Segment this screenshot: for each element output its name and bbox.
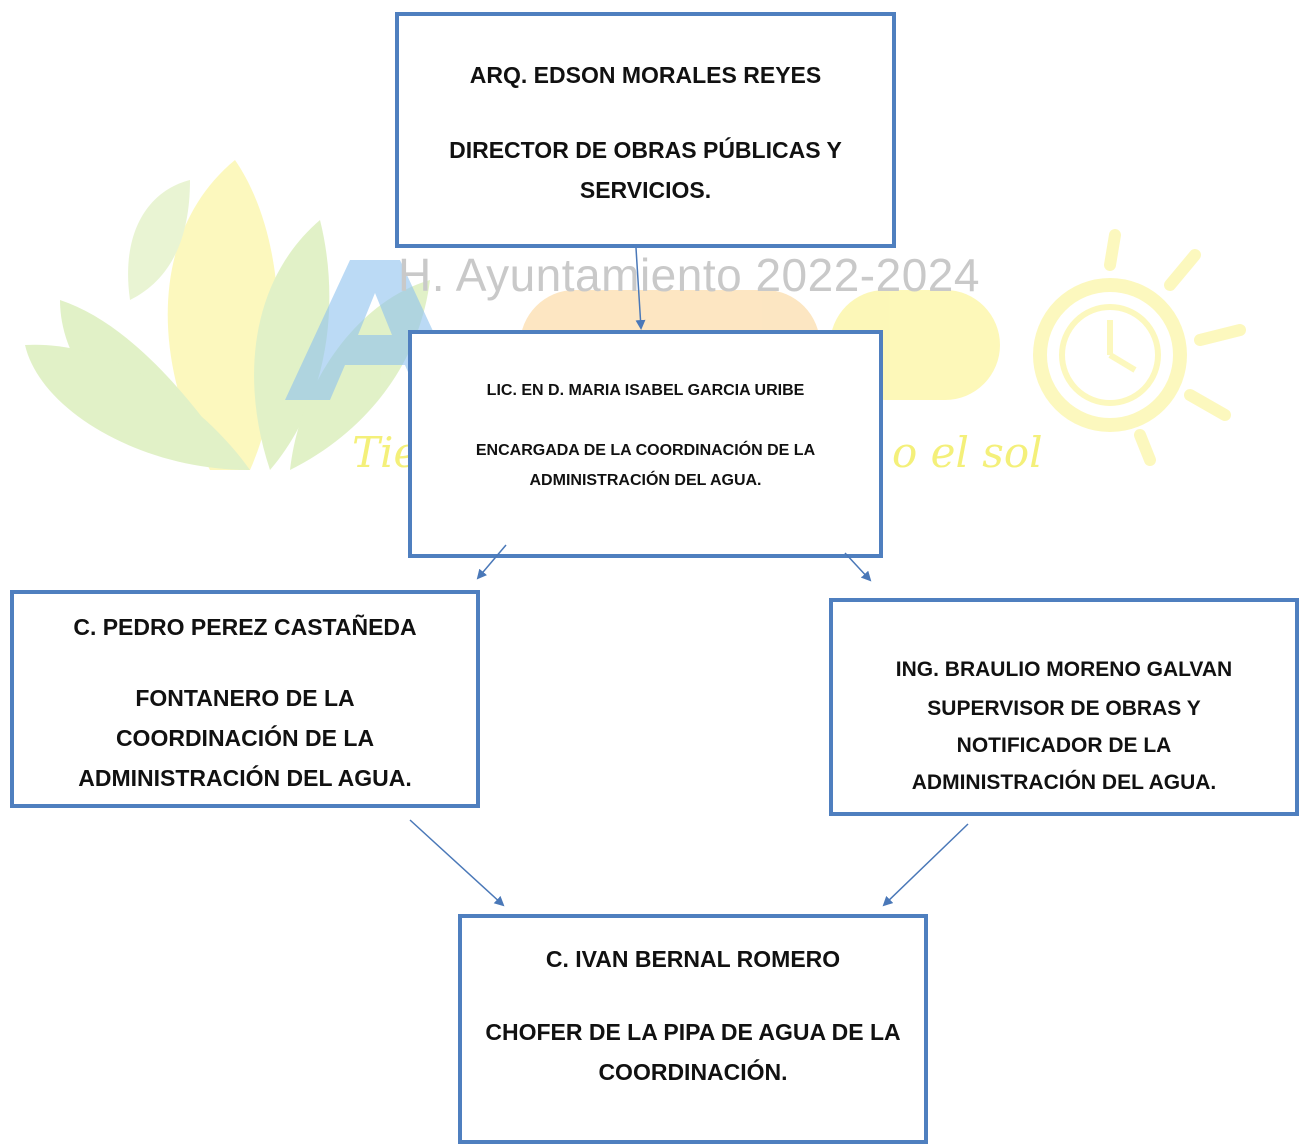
sun-clock-icon: [1033, 229, 1246, 466]
plumber-role: FONTANERO DE LA COORDINACIÓN DE LA ADMIN…: [78, 685, 412, 791]
watermark-slogan-right: o el sol: [892, 428, 1043, 477]
director-name: ARQ. EDSON MORALES REYES: [469, 62, 822, 88]
supervisor-name: ING. BRAULIO MORENO GALVAN: [895, 658, 1233, 681]
driver-box: C. IVAN BERNAL ROMERO CHOFER DE LA PIPA …: [458, 914, 928, 1144]
director-role: DIRECTOR DE OBRAS PÚBLICAS Y SERVICIOS.: [449, 137, 842, 203]
supervisor-box: ING. BRAULIO MORENO GALVAN SUPERVISOR DE…: [829, 598, 1299, 816]
plumber-box: C. PEDRO PEREZ CASTAÑEDA FONTANERO DE LA…: [10, 590, 480, 808]
coordination-box: LIC. EN D. MARIA ISABEL GARCIA URIBE ENC…: [408, 330, 883, 558]
coordination-name: LIC. EN D. MARIA ISABEL GARCIA URIBE: [486, 382, 805, 399]
watermark-text: H. Ayuntamiento 2022-2024: [398, 249, 980, 301]
plumber-name: C. PEDRO PEREZ CASTAÑEDA: [73, 614, 417, 640]
director-box: ARQ. EDSON MORALES REYES DIRECTOR DE OBR…: [395, 12, 896, 248]
plant-logo-icon: [25, 160, 430, 470]
supervisor-role: SUPERVISOR DE OBRAS Y NOTIFICADOR DE LA …: [911, 697, 1217, 794]
coordination-role: ENCARGADA DE LA COORDINACIÓN DE LA ADMIN…: [475, 442, 816, 489]
driver-name: C. IVAN BERNAL ROMERO: [545, 946, 841, 972]
watermark-slogan-left: Tie: [352, 428, 419, 477]
driver-role: CHOFER DE LA PIPA DE AGUA DE LA COORDINA…: [485, 1019, 901, 1085]
